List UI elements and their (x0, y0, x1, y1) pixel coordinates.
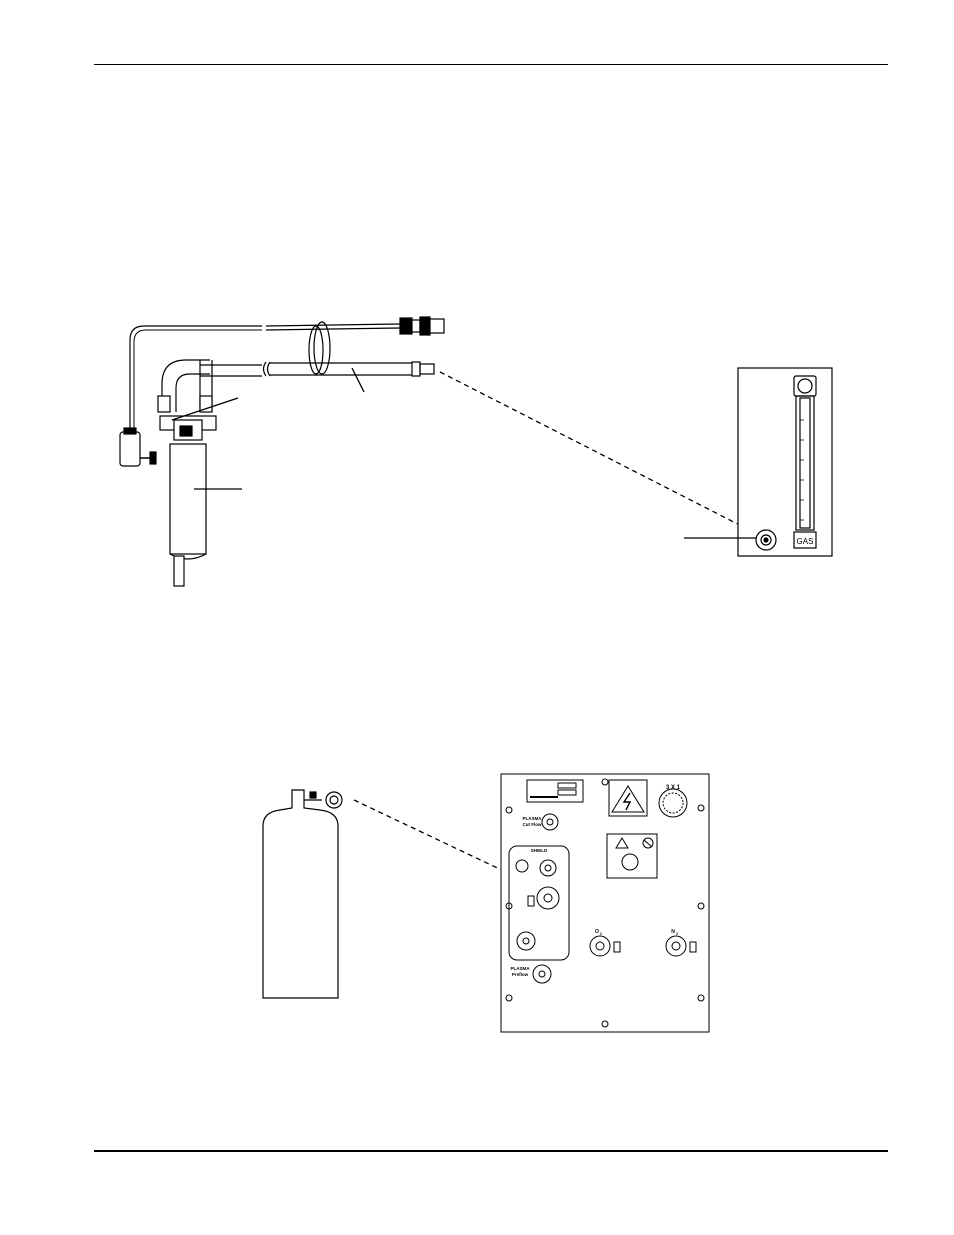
gas-flowmeter-panel (684, 367, 833, 557)
panel-label-3x1: 3 X 1 (666, 785, 681, 791)
flowmeter-gas-label: GAS (797, 537, 814, 546)
panel-label-plasma-2: PLASMA (511, 966, 531, 971)
panel-label-o: O (595, 929, 599, 935)
header-rule (94, 64, 888, 65)
panel-label-n-subscript: 2 (676, 932, 678, 936)
gas-supply-assembly (119, 316, 766, 587)
panel-label-n: N (671, 929, 675, 935)
panel-label-plasma: PLASMA (523, 816, 543, 821)
panel-label-shield: SHIELD (531, 848, 548, 853)
panel-label-cut-flow: Cut Flow (523, 822, 542, 827)
rear-panel (500, 773, 710, 1033)
panel-label-preflow: Preflow (512, 972, 529, 977)
footer-rule (94, 1150, 888, 1152)
panel-label-o-subscript: 2 (600, 932, 602, 936)
gas-cylinder (262, 789, 549, 999)
